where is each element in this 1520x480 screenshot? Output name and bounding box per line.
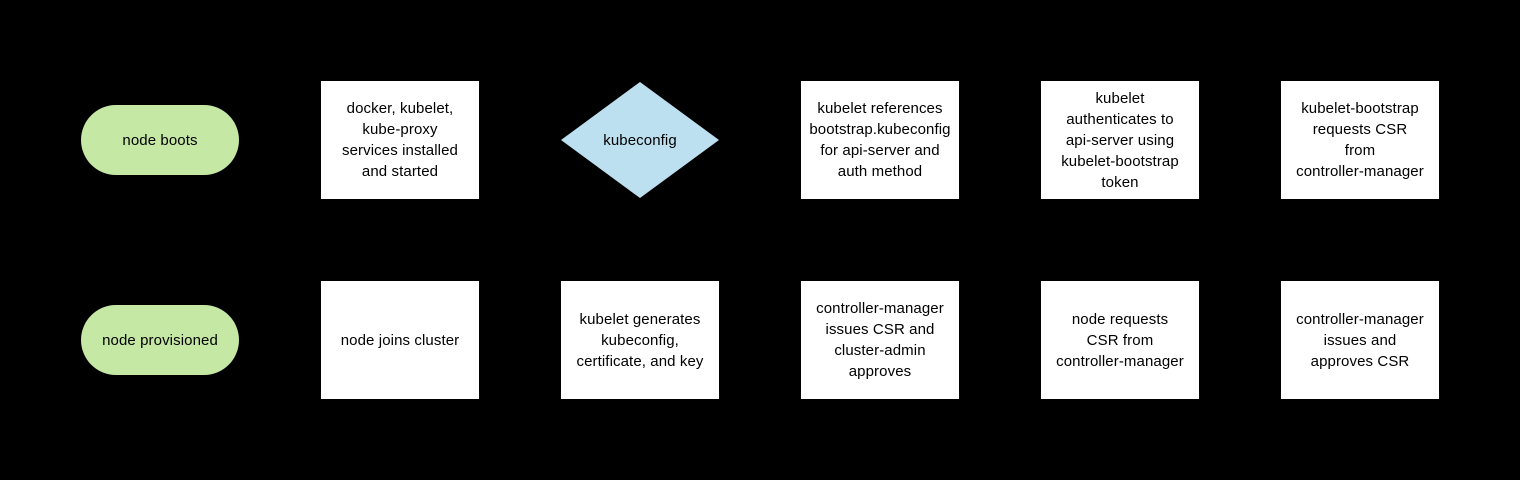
flow-node-label: kubelet generates kubeconfig, certificat… <box>576 310 704 370</box>
flow-node-kubelet-generates[interactable]: kubelet generates kubeconfig, certificat… <box>561 281 719 399</box>
flow-node-node-joins-cluster[interactable]: node joins cluster <box>321 281 479 399</box>
flow-node-services-installed[interactable]: docker, kubelet, kube-proxy services ins… <box>321 81 479 199</box>
flow-node-node-requests-csr[interactable]: node requests CSR from controller-manage… <box>1041 281 1199 399</box>
flow-node-kubelet-authenticates[interactable]: kubelet authenticates to api-server usin… <box>1041 81 1199 199</box>
flow-node-label: controller-manager issues CSR and cluste… <box>816 300 944 380</box>
flow-node-label: kubeconfig <box>603 131 677 149</box>
flow-node-label: kubelet authenticates to api-server usin… <box>1061 89 1179 191</box>
flow-node-label: controller-manager issues and approves C… <box>1296 310 1424 370</box>
flow-node-kubelet-references-bootstrap[interactable]: kubelet references bootstrap.kubeconfig … <box>801 81 959 199</box>
flow-node-controller-manager-approves[interactable]: controller-manager issues and approves C… <box>1281 281 1439 399</box>
flow-node-label: node joins cluster <box>340 331 460 349</box>
flow-node-label: node boots <box>122 131 198 149</box>
flow-node-kubelet-bootstrap-requests-csr[interactable]: kubelet-bootstrap requests CSR from cont… <box>1281 81 1439 199</box>
flow-node-label: kubelet references bootstrap.kubeconfig … <box>809 100 951 180</box>
flow-node-label: node requests CSR from controller-manage… <box>1056 310 1184 370</box>
flow-node-node-provisioned[interactable]: node provisioned <box>81 305 239 375</box>
flow-node-label: docker, kubelet, kube-proxy services ins… <box>341 100 458 180</box>
flow-node-node-boots[interactable]: node boots <box>81 105 239 175</box>
flow-node-label: node provisioned <box>102 331 218 349</box>
flow-node-kubeconfig-decision[interactable]: kubeconfig <box>561 82 719 198</box>
flow-node-controller-manager-issues-csr[interactable]: controller-manager issues CSR and cluste… <box>801 281 959 399</box>
flow-node-label: kubelet-bootstrap requests CSR from cont… <box>1296 100 1424 180</box>
